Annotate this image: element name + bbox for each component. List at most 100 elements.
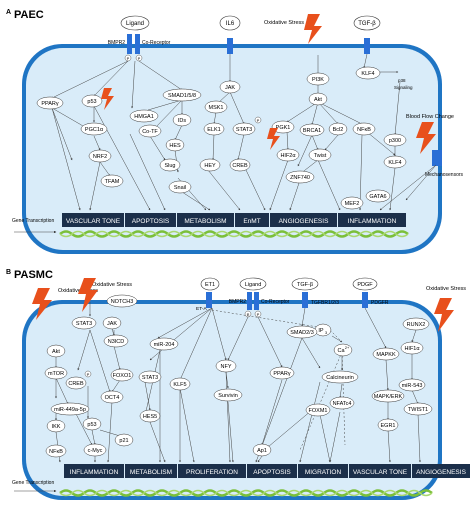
node-egr1 — [377, 418, 399, 432]
panel-b-title: PASMC — [14, 269, 53, 281]
node-ids — [172, 113, 192, 127]
node-gata6 — [365, 189, 391, 203]
node-hif1a-label: HIF1α — [404, 346, 420, 352]
node-runx2-label: RUNX2 — [407, 322, 426, 328]
node-creb-label: CREB — [68, 381, 84, 387]
node-elk1-label: ELK1 — [207, 127, 220, 133]
node-calcineurin — [321, 370, 359, 384]
node-twist — [308, 148, 332, 162]
node-stat3-b-label: STAT3 — [142, 375, 158, 381]
node-slug — [159, 158, 181, 172]
dna-strand — [59, 230, 409, 238]
lightning-icon — [304, 14, 322, 44]
node-hey — [199, 158, 221, 172]
node-brca1-label: BRCA1 — [303, 128, 321, 134]
node-hif2a — [276, 148, 300, 162]
node-akt — [46, 344, 66, 358]
node-p21-label: p21 — [119, 438, 128, 444]
blood-flow-label: Blood Flow Change — [406, 114, 454, 120]
node-pi3k — [306, 72, 330, 86]
node-mapkk-label: MAPKK — [376, 352, 396, 358]
dna-strand — [59, 489, 433, 497]
outcome-apoptosis — [125, 213, 176, 227]
node-mef2-label: MEF2 — [345, 201, 360, 207]
node-ca2-label: Ca — [337, 348, 345, 354]
node-mir543-label: miR-543 — [402, 383, 423, 389]
node-mtor-label: mTOR — [48, 371, 64, 377]
svg-text:P: P — [138, 56, 141, 61]
outcome-metabolism-label: METABOLISM — [130, 469, 172, 476]
node-pgc1a — [80, 122, 108, 136]
node-cmyc — [83, 443, 107, 457]
node-p53 — [82, 417, 102, 431]
panel-b-letter: B — [6, 269, 11, 276]
ligand-label: Ligand — [245, 282, 262, 288]
node-foxo1-label: FOXO1 — [113, 373, 132, 379]
oxidative-stress-label: Oxidative Stress — [426, 286, 466, 292]
node-ppary-label: PPARγ — [273, 371, 291, 377]
outcome-inflammation — [64, 464, 124, 478]
bmpr2-receptor — [127, 34, 140, 54]
il6-node — [219, 15, 241, 31]
outcome-migration-label: MIGRATION — [305, 469, 342, 476]
node-elk1 — [203, 122, 225, 136]
phospho-marker — [254, 116, 262, 124]
tgfbr-receptor — [302, 292, 308, 308]
panel-b: B PASMC Oxidative Stress Oxidative Stres… — [6, 269, 470, 500]
node-nfkb — [352, 122, 376, 136]
node-ids-label: IDs — [178, 118, 187, 124]
panel-a-nodes: PPARγ p53 HMGA1 SMAD1/5/8 PI3K JAK KLF4 … — [36, 66, 407, 210]
panel-a-edges — [51, 53, 437, 211]
gene-transcription-label: Gene Transcription — [12, 218, 54, 224]
node-foxm1-label: FOXM1 — [309, 408, 328, 414]
node-p21 — [114, 433, 134, 447]
node-snail — [168, 180, 192, 194]
node-oct4-label: OCT4 — [105, 395, 120, 401]
node-foxm1 — [305, 403, 331, 417]
lightning-icon — [267, 128, 280, 150]
node-smad158 — [162, 88, 202, 102]
outcome-angiogenesis — [412, 464, 470, 478]
svg-text:P: P — [247, 312, 250, 317]
lightning-icon — [434, 298, 454, 332]
node-ip3-subscript: 3 — [325, 331, 327, 335]
node-calcineurin-label: Calcineurin — [326, 375, 354, 381]
outcome-metabolism-label: METABOLISM — [184, 218, 226, 225]
ligand-label: Ligand — [126, 21, 144, 27]
pdgfr-label: PDGFR — [371, 300, 389, 306]
node-ca2-superscript: 2+ — [345, 346, 350, 350]
node-ppary — [36, 96, 64, 110]
node-msk1 — [204, 100, 228, 114]
outcome-apoptosis-label: APOPTOSIS — [253, 469, 291, 476]
node-nrf2-label: NRF2 — [93, 154, 107, 160]
outcome-enmt — [235, 213, 269, 227]
outcome-metabolism — [177, 213, 234, 227]
node-slug-label: Slug — [164, 163, 175, 169]
node-n3icd — [103, 334, 129, 348]
node-hif2a-label: HIF2α — [280, 153, 296, 159]
dna-strand — [59, 230, 409, 238]
node-znf740 — [285, 170, 315, 184]
node-jak — [219, 80, 241, 94]
node-mapkk — [372, 347, 400, 361]
node-nfatc4-label: NFATc4 — [333, 401, 352, 407]
node-hes5-label: HES5 — [143, 414, 157, 420]
eta-label: ET-A — [196, 306, 207, 312]
node-hes5 — [139, 409, 161, 423]
node-pgk1 — [271, 120, 295, 134]
pdgf-label: PDGF — [357, 282, 373, 288]
node-smad158-label: SMAD1/5/8 — [168, 93, 196, 99]
node-znf740-label: ZNF740 — [290, 175, 310, 181]
dna-strand — [59, 489, 433, 497]
node-p300 — [383, 133, 407, 147]
lightning-icon — [32, 288, 52, 320]
node-nrf2 — [88, 149, 112, 163]
node-p53 — [81, 94, 103, 108]
panel-a-outcomes: VASCULAR TONE APOPTOSIS METABOLISM EnMT … — [62, 213, 406, 227]
il6-receptor — [227, 38, 233, 54]
node-p53-label: p53 — [87, 99, 96, 105]
inhibit-edge — [147, 99, 183, 111]
node-stat3 — [71, 316, 97, 330]
pdgfr-receptor — [362, 292, 368, 308]
node-egr1-label: EGR1 — [381, 423, 396, 429]
